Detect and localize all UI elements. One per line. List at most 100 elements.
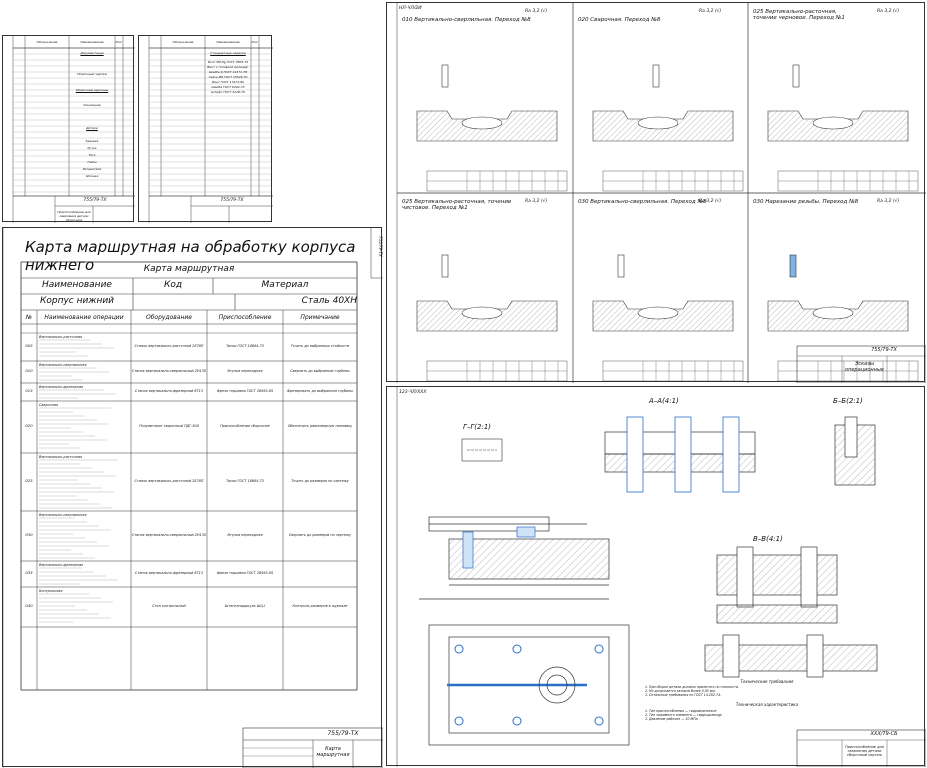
operation-fixture: Втулка переходная	[227, 369, 263, 373]
requirement-item: 2. Не допускается зазоров более 0,05 мм.	[645, 689, 716, 693]
spec2-row: Болт М6-6g ГОСТ 7805-70	[207, 60, 249, 64]
assembly-corner-id: 123-ЧЛ/ХХХ	[399, 390, 427, 395]
operation-fixture: Тиски ГОСТ 18684-73	[226, 479, 264, 483]
spec-grid-1	[12, 36, 135, 223]
section-aa	[604, 416, 756, 493]
operation-name: Вертикально-фрезерная	[39, 563, 84, 567]
operation-number: 030	[25, 532, 33, 537]
assembly-stamp-code: ХХХ/79-СБ	[870, 731, 898, 737]
mounting-hole	[454, 644, 464, 654]
bolt-section	[674, 416, 692, 493]
operation-number: 025	[25, 478, 33, 483]
view-label-gg: Г–Г(2:1)	[463, 423, 492, 431]
mounting-hole	[512, 644, 522, 654]
col-operation: Наименование операции	[44, 314, 124, 321]
roughness-mark: Ra 3,2 (√)	[877, 199, 900, 204]
operation-equipment: Станок вертикально-расточной 2Е78П	[134, 479, 204, 483]
panel-title: 020 Сварочная. Переход №8	[578, 17, 661, 23]
spec1-row: Крышка	[85, 139, 99, 143]
header-code: Код	[163, 280, 183, 290]
spec2-row: Винт ГОСТ 17473-80	[211, 80, 245, 84]
roughness-mark: Ra 3,2 (√)	[525, 199, 548, 204]
operation-sketch	[592, 64, 744, 192]
part-name: Корпус нижний	[39, 296, 115, 306]
operation-sketch	[767, 254, 919, 382]
spec1-row: Основание	[83, 103, 101, 107]
spec-grid-2	[148, 36, 273, 223]
spec1-header-name: Наименование	[80, 40, 104, 44]
route-card-title: Карта маршрутная на обработку корпуса ни…	[25, 238, 356, 274]
col-number: №	[25, 314, 33, 321]
route-card-grid	[3, 228, 383, 768]
ops-sheet-id: НЛ-ЧЛ/2И	[399, 6, 422, 11]
header-material: Материал	[261, 280, 309, 290]
characteristic-item: 3. Давление рабочее — 10 МПа	[645, 717, 698, 721]
spec2-header-designation: Обозначение	[172, 40, 194, 44]
operation-note: Сверлить до выбранной глубины	[290, 369, 350, 373]
spec-sheet-2: Обозначение Наименование Кол. Стандартны…	[138, 35, 273, 223]
route-stamp-code: 755/79-ТХ	[327, 730, 359, 737]
spec1-header-qty: Кол.	[115, 40, 123, 44]
spec1-row: Тяга	[88, 153, 96, 157]
operation-fixture: Фреза торцевая ГОСТ 26595-85	[216, 389, 274, 393]
operation-fixture: Втулка переходная	[227, 533, 263, 537]
roughness-mark: Ra 3,2 (√)	[525, 9, 548, 14]
operation-fixture: Штангенциркуль ШЦ-I	[224, 604, 266, 608]
operation-name: Сварочная	[39, 403, 59, 407]
spec1-row: Детали	[86, 126, 98, 130]
mounting-hole	[594, 716, 604, 726]
characteristic-item: 2. Тип зажимного элемента — гидроцилиндр	[645, 713, 722, 717]
operation-note: Обеспечить равномерную наплавку	[287, 424, 353, 428]
operation-name: Контрольная	[39, 589, 63, 593]
operation-note: Точить до выбранных стойкости	[290, 344, 350, 348]
operation-name: Вертикально-расточная	[39, 455, 83, 459]
route-card-sheet: Карта маршрутная на обработку корпуса ни…	[2, 227, 383, 768]
operation-name: Вертикально-сверлильная	[39, 513, 87, 517]
assembly-sheet: 123-ЧЛ/ХХХ А–А(4:1) Б–Б(2:1) Г–Г(2:1) В–…	[386, 386, 926, 767]
operation-number: 040	[25, 603, 33, 608]
mounting-hole	[512, 716, 522, 726]
roughness-mark: Ra 3,2 (√)	[877, 9, 900, 14]
spec1-row: Ручка	[87, 146, 97, 150]
section-gg	[461, 438, 503, 462]
view-label-aa: А–А(4:1)	[649, 397, 679, 405]
bolt-section	[626, 416, 644, 493]
operation-number: 015	[25, 388, 33, 393]
spec1-stamp-code: 755/79-ТХ	[83, 198, 107, 203]
col-equipment: Оборудование	[146, 314, 192, 321]
view-label-bb: Б–Б(2:1)	[833, 397, 863, 405]
operation-name: Вертикально-сверлильная	[39, 363, 87, 367]
plan-view	[428, 624, 630, 746]
panel-title: 030 Вертикально-сверлильная. Переход №8	[578, 199, 707, 205]
roughness-mark: Ra 3,2 (√)	[699, 199, 722, 204]
spec2-row: Штифт ГОСТ 3128-70	[211, 90, 245, 94]
panel-title: 010 Вертикально-сверлильная. Переход №8	[402, 17, 531, 23]
spec1-row: Сборочные единицы	[75, 88, 109, 92]
operation-number: 005	[25, 343, 33, 348]
route-stamp-name: Карта маршрутная	[316, 746, 350, 758]
operation-sketch	[416, 254, 568, 382]
operation-equipment: Стол контрольный	[152, 604, 186, 608]
material-value: Сталь 40ХН	[301, 296, 357, 306]
spec1-row: Сборочный чертеж	[76, 72, 108, 76]
operation-note: Контроль размеров в журнале	[292, 604, 348, 608]
roughness-mark: Ra 3,2 (√)	[699, 9, 722, 14]
panel-title: 025 Вертикально-расточная, точение черно…	[753, 9, 845, 21]
operation-name: Вертикально-фрезерная	[39, 385, 84, 389]
operation-name: Вертикально-расточная	[39, 335, 83, 339]
ops-stamp-name: Эскизы операционные	[845, 361, 884, 373]
base-section	[704, 634, 878, 678]
header-name: Наименование	[42, 280, 112, 290]
panel-title: 030 Нарезание резьбы. Переход №8	[753, 199, 859, 205]
col-note: Примечание	[300, 314, 340, 321]
spec2-header-qty: Кол.	[251, 40, 259, 44]
operation-equipment: Станок вертикально-сверлильный 2Н135	[131, 369, 207, 373]
operations-sheet: НЛ-ЧЛ/2И 010 Вертикально-сверлильная. Пе…	[386, 2, 926, 383]
ops-stamp-code: 755/79-ТХ	[871, 347, 897, 353]
bolt-section	[722, 416, 740, 493]
requirement-item: 1. При сборке детали должны прилегать по…	[645, 685, 739, 689]
spec2-stamp-code: 755/79-ТХ	[220, 198, 244, 203]
operation-sketch	[416, 64, 568, 192]
spec1-row: Гайка	[87, 160, 97, 164]
col-fixture: Приспособление	[218, 314, 272, 321]
